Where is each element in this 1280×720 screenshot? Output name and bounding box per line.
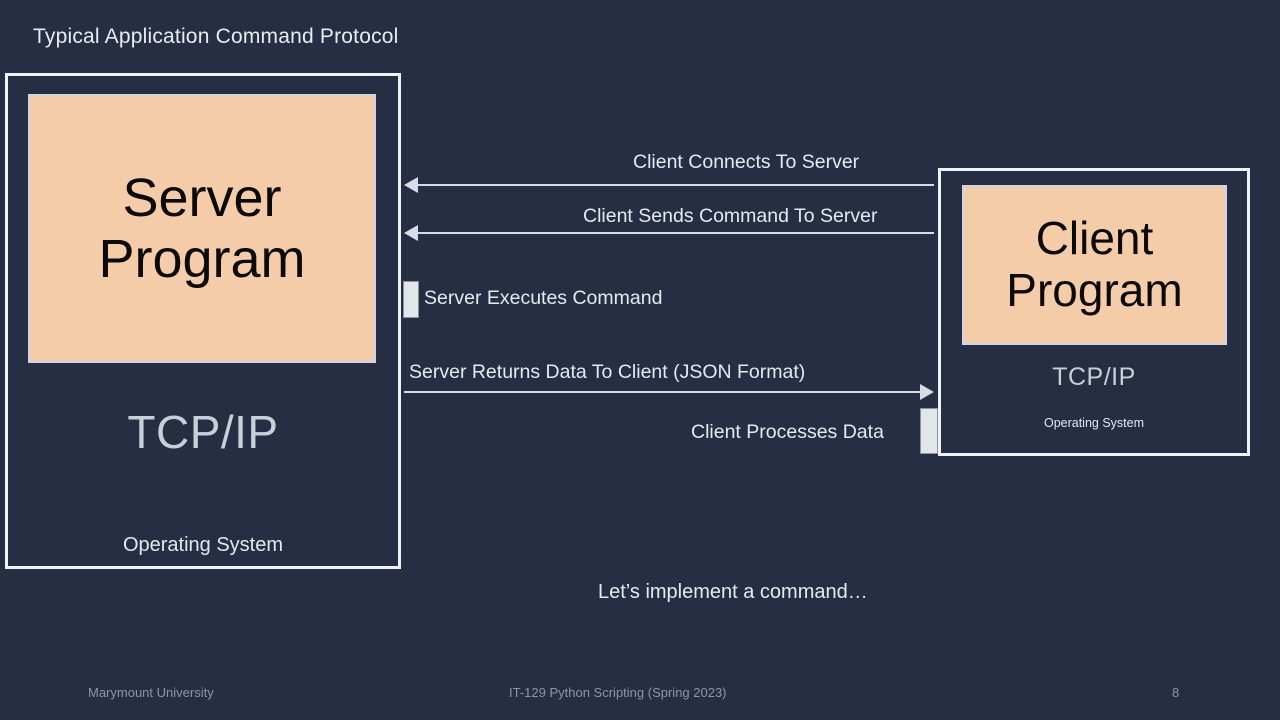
footer-institution: Marymount University: [88, 685, 214, 700]
server-tcpip-label: TCP/IP: [127, 406, 279, 458]
server-activation-bar: [403, 281, 419, 318]
server-machine-box: Server Program TCP/IP Operating System: [5, 73, 401, 569]
server-os-label: Operating System: [122, 534, 284, 556]
client-tcpip-label: TCP/IP: [1052, 363, 1136, 391]
arrow-line-server-returns-data: [404, 391, 920, 393]
message-label-client-processes-data: Client Processes Data: [691, 421, 884, 443]
client-machine-box: Client Program TCP/IP Operating System: [938, 168, 1250, 456]
client-program-label-line2: Program: [1006, 264, 1183, 316]
client-program-box: Client Program: [962, 185, 1227, 345]
footer-course: IT-129 Python Scripting (Spring 2023): [509, 685, 727, 700]
footer-page-number: 8: [1172, 685, 1180, 700]
arrowhead-left-icon-client-connects: [404, 177, 418, 193]
client-program-label-line1: Client: [1035, 212, 1154, 265]
arrow-line-client-connects: [418, 184, 934, 186]
client-os-label: Operating System: [1043, 416, 1145, 430]
server-program-label-line2: Program: [98, 228, 306, 289]
message-label-server-executes-command: Server Executes Command: [424, 287, 663, 309]
server-program-box: Server Program: [28, 94, 376, 363]
message-label-server-returns-data: Server Returns Data To Client (JSON Form…: [409, 361, 806, 383]
message-label-client-connects: Client Connects To Server: [633, 151, 860, 173]
closing-note: Let’s implement a command…: [598, 581, 868, 603]
server-program-label-line1: Server: [122, 168, 282, 229]
arrowhead-left-icon-client-sends-command: [404, 225, 418, 241]
page-title: Typical Application Command Protocol: [33, 25, 399, 48]
arrowhead-right-icon-server-returns-data: [920, 384, 934, 400]
client-activation-bar: [920, 408, 938, 454]
message-label-client-sends-command: Client Sends Command To Server: [583, 205, 878, 227]
arrow-line-client-sends-command: [418, 232, 934, 234]
